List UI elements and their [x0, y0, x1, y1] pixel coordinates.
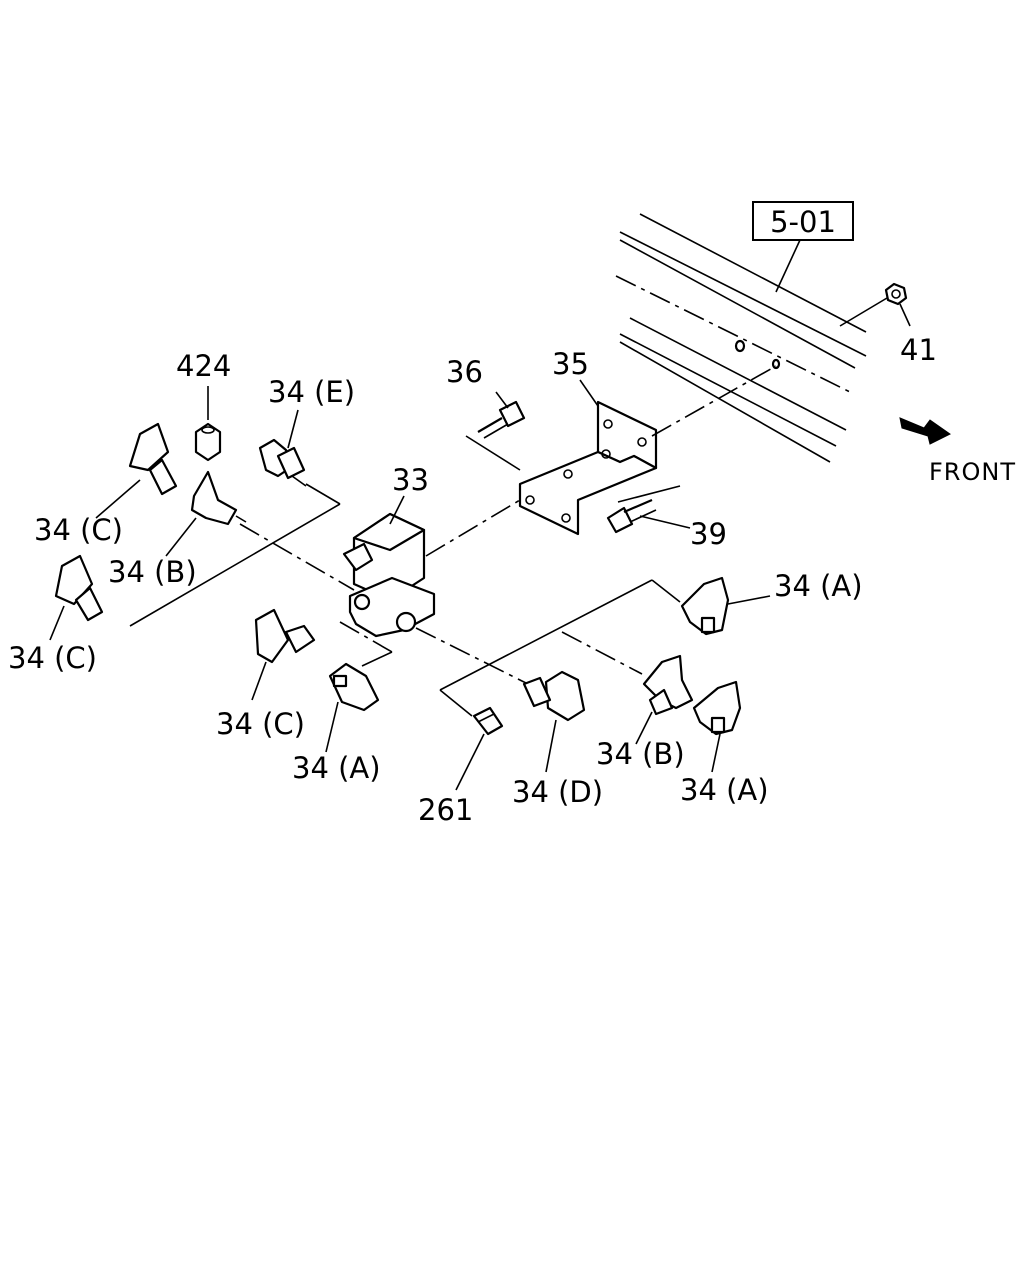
fitting-34c-left-part [54, 554, 104, 622]
label-34e: 34 (E) [268, 375, 355, 409]
cap-424-part [194, 422, 222, 462]
label-424: 424 [176, 349, 231, 383]
bolt-39-part [606, 498, 657, 534]
reference-box[interactable]: 5-01 [752, 201, 854, 241]
front-label: FRONT [929, 458, 1016, 486]
fitting-34c-mid-part [254, 608, 316, 664]
label-33: 33 [392, 463, 429, 497]
fitting-34e-part [258, 438, 307, 487]
label-34c-left: 34 (C) [8, 641, 97, 675]
reference-box-label: 5-01 [770, 205, 836, 239]
fitting-34b-right-part [642, 654, 694, 716]
bracket-part [518, 400, 658, 536]
label-34d: 34 (D) [512, 775, 603, 809]
label-36: 36 [446, 355, 483, 389]
label-39: 39 [690, 517, 727, 551]
label-34c-top: 34 (C) [34, 513, 123, 547]
nut-part [884, 282, 908, 306]
fitting-34a-right-top-part [680, 576, 730, 636]
label-34a-mid: 34 (A) [292, 751, 381, 785]
label-34c-mid: 34 (C) [216, 707, 305, 741]
fitting-34b-left-part [190, 470, 247, 526]
fitting-34d-part [522, 670, 586, 722]
label-34a-right-bottom: 34 (A) [680, 773, 769, 807]
label-34b-left: 34 (B) [108, 555, 197, 589]
bolt-36-part [477, 400, 526, 439]
label-34a-right-top: 34 (A) [774, 569, 863, 603]
label-41: 41 [900, 333, 937, 367]
frame-rail [615, 213, 867, 463]
fitting-34c-top-part [128, 422, 178, 496]
label-35: 35 [552, 347, 589, 381]
front-arrow-icon [899, 417, 951, 445]
label-34b-right: 34 (B) [596, 737, 685, 771]
fitting-34a-right-bottom-part [692, 680, 742, 736]
plug-261-part [472, 706, 504, 736]
label-261: 261 [418, 793, 473, 827]
fitting-34a-mid-part [328, 662, 380, 712]
valve-part [342, 512, 436, 638]
